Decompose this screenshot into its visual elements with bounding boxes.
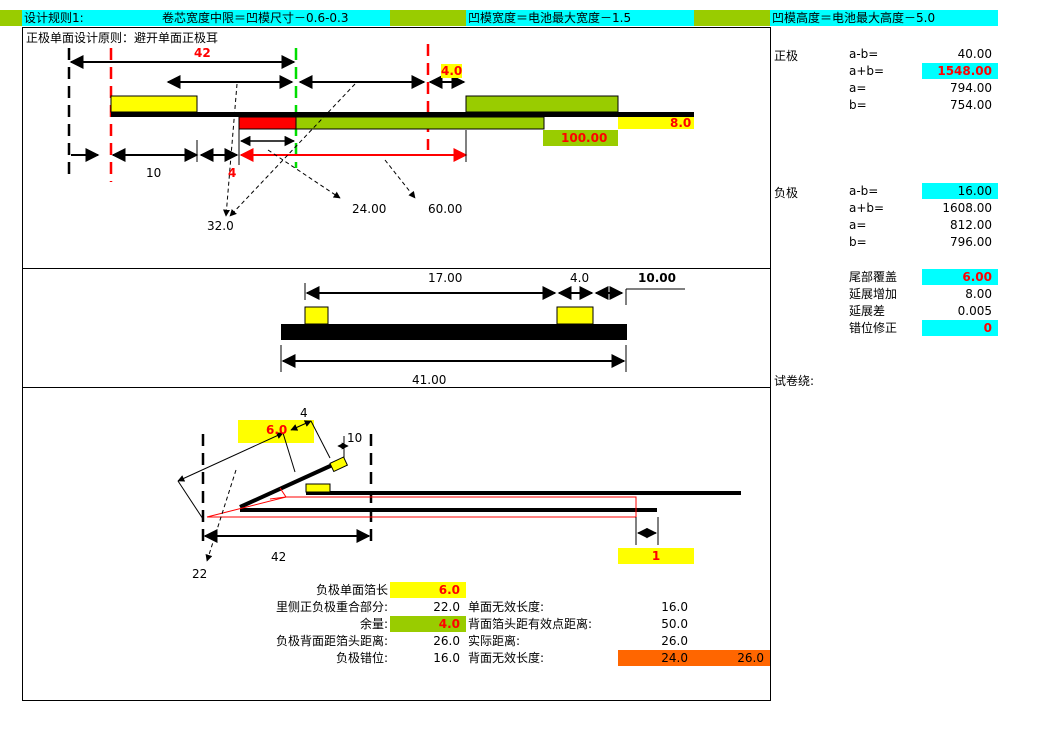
extra-rows-key: 延展差 — [849, 304, 886, 318]
pos-rows-value: 1548.00 — [922, 63, 998, 79]
pos-rows-value: 754.00 — [950, 98, 992, 112]
d2-label-10: 10.00 — [638, 271, 676, 285]
d2-label-4: 4.0 — [570, 271, 590, 285]
pos-rows-key: a-b= — [849, 47, 879, 61]
t-r5-value2: 24.0 — [618, 650, 694, 666]
pos-rows-key: a+b= — [849, 64, 885, 78]
d1-label-4-top: 4.0 — [441, 64, 463, 78]
t-r5-value: 16.0 — [433, 651, 460, 665]
pos-rows-value: 794.00 — [950, 81, 992, 95]
t-r2-label2: 单面无效长度: — [468, 600, 545, 614]
d3-label-6: 6.0 — [266, 423, 288, 437]
extra-rows-value: 8.00 — [965, 287, 992, 301]
side-trial-label: 试卷绕: — [774, 374, 815, 388]
header-green-block-2 — [390, 10, 466, 26]
neg-rows-key: a-b= — [849, 184, 879, 198]
t-r3-value: 4.0 — [390, 616, 466, 632]
pos-rows-key: a= — [849, 81, 867, 95]
t-r3-label2: 背面箔头距有效点距离: — [468, 617, 593, 631]
d2-label-17: 17.00 — [428, 271, 463, 285]
panel-tab-design — [22, 268, 771, 388]
t-r1-value: 6.0 — [390, 582, 466, 598]
t-r1-label: 负极单面箔长 — [315, 583, 388, 597]
side-positive-label: 正极 — [774, 49, 799, 63]
header-rule-label: 设计规则1: 卷芯宽度中限＝凹模尺寸－0.6-0.3 — [22, 10, 390, 26]
pos-rows-key: b= — [849, 98, 867, 112]
panel-positive-design — [22, 27, 771, 269]
header-rule1: 卷芯宽度中限＝凹模尺寸－0.6-0.3 — [162, 11, 349, 25]
header-rule2: 凹模宽度＝电池最大宽度－1.5 — [466, 10, 694, 26]
header-green-block-1 — [0, 10, 22, 26]
t-r4-value: 26.0 — [433, 634, 460, 648]
t-r4-value2: 26.0 — [661, 634, 688, 648]
d3-label-4: 4 — [300, 406, 308, 420]
d2-label-41: 41.00 — [412, 373, 447, 387]
d1-label-42: 42 — [194, 46, 211, 60]
t-r2-value: 22.0 — [433, 600, 460, 614]
d1-label-8: 8.0 — [670, 116, 692, 130]
d1-label-100: 100.00 — [561, 131, 608, 145]
diagram1-title: 正极单面设计原则：避开单面正极耳 — [26, 31, 219, 45]
t-r5-label: 负极错位: — [335, 651, 388, 665]
t-r4-label: 负极背面距箔头距离: — [275, 634, 388, 648]
t-r5-value3: 26.0 — [694, 650, 770, 666]
t-r3-value2: 50.0 — [661, 617, 688, 631]
header-rule3: 凹模高度＝电池最大高度－5.0 — [770, 10, 998, 26]
d3-label-22: 22 — [192, 567, 208, 581]
d1-label-32: 32.0 — [207, 219, 234, 233]
neg-rows-value: 1608.00 — [942, 201, 992, 215]
neg-rows-key: a+b= — [849, 201, 885, 215]
extra-rows-value: 6.00 — [922, 269, 998, 285]
neg-rows-value: 796.00 — [950, 235, 992, 249]
d1-label-60: 60.00 — [428, 202, 463, 216]
d1-label-4-bottom: 4 — [228, 166, 237, 180]
t-r3-label: 余量: — [359, 617, 388, 631]
neg-rows-key: b= — [849, 235, 867, 249]
neg-rows-value: 16.00 — [922, 183, 998, 199]
side-negative-label: 负极 — [774, 186, 799, 200]
d3-label-42: 42 — [271, 550, 287, 564]
panel-winding-design — [22, 387, 771, 701]
extra-rows-value: 0.005 — [957, 304, 992, 318]
extra-rows-key: 错位修正 — [849, 321, 898, 335]
d1-label-10: 10 — [146, 166, 162, 180]
extra-rows-value: 0 — [922, 320, 998, 336]
extra-rows-key: 尾部覆盖 — [849, 270, 898, 284]
t-r4-label2: 实际距离: — [468, 634, 521, 648]
extra-rows-key: 延展增加 — [849, 287, 898, 301]
t-r2-label: 里侧正负极重合部分: — [275, 600, 388, 614]
d1-label-24: 24.00 — [352, 202, 387, 216]
t-r5-label2: 背面无效长度: — [468, 651, 545, 665]
pos-rows-value: 40.00 — [957, 47, 992, 61]
header-green-block-3 — [694, 10, 770, 26]
neg-rows-value: 812.00 — [950, 218, 992, 232]
neg-rows-key: a= — [849, 218, 867, 232]
t-r2-value2: 16.0 — [661, 600, 688, 614]
d3-label-10: 10 — [347, 431, 363, 445]
d3-label-1: 1 — [618, 548, 694, 564]
